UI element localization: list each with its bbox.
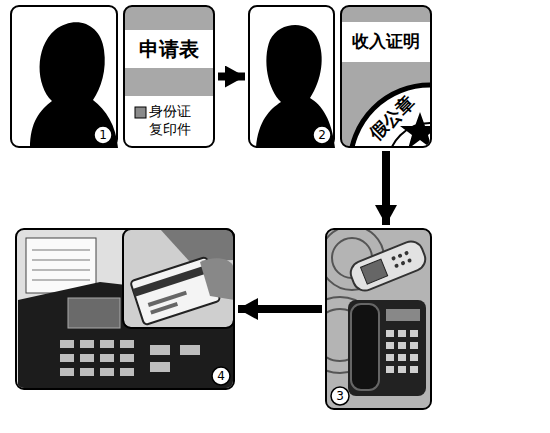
illustration-part [30, 22, 118, 148]
illustration-part [124, 6, 214, 147]
illustration-part [80, 368, 94, 376]
stamp-text: 假公章 [365, 91, 418, 144]
illustration-part [120, 354, 134, 362]
illustration-part [26, 238, 96, 293]
pos-panel: 4 [15, 228, 235, 390]
illustration-part [386, 366, 394, 373]
illustration-part [100, 340, 114, 348]
illustration-part [394, 263, 399, 268]
illustration-part [100, 368, 114, 376]
illustration-part [410, 330, 418, 337]
certificate-panel: 收入证明假公章 [340, 5, 432, 148]
illustration-part [94, 126, 112, 144]
illustration-part [410, 354, 418, 361]
illustration-part [398, 366, 406, 373]
illustration-part [100, 354, 114, 362]
application-form [124, 6, 214, 147]
illustration-part [398, 354, 406, 361]
illustration-part [386, 309, 420, 321]
illustration-part [256, 25, 335, 148]
illustration-part [327, 230, 430, 408]
illustration-part [386, 330, 394, 337]
illustration-part [68, 298, 120, 328]
illustration-part [60, 354, 74, 362]
illustration-part [124, 230, 233, 327]
form-title: 申请表 [125, 37, 213, 61]
callout-number: 2 [313, 126, 331, 144]
illustration-part [410, 342, 418, 349]
illustration-part [331, 387, 349, 405]
portrait-panel: 1 [10, 5, 118, 148]
illustration-part [348, 300, 426, 396]
portrait-panel: 2 [248, 5, 335, 148]
illustration-part [150, 302, 178, 314]
flow-arrow [218, 73, 245, 81]
illustration-part [398, 330, 406, 337]
income-certificate [341, 6, 510, 245]
illustration-part [123, 229, 234, 328]
illustration-part [32, 280, 90, 281]
form-panel: 申请表身份证 复印件 [123, 5, 215, 148]
illustration-part [160, 230, 233, 262]
illustration-part [410, 366, 418, 373]
illustration-part [80, 340, 94, 348]
illustration-part [200, 258, 233, 300]
flow-arrow [238, 305, 322, 313]
id-swatch [135, 107, 146, 118]
illustration-part [148, 291, 187, 307]
illustration-part [150, 345, 170, 355]
fake-stamp [350, 85, 430, 146]
illustration-part [386, 330, 418, 373]
pos-machine [17, 230, 233, 388]
phones [327, 230, 430, 408]
illustration-part [347, 238, 429, 294]
man-silhouette [256, 25, 335, 148]
callout-circles [94, 126, 349, 405]
illustration-part [150, 362, 170, 372]
illustration-part [125, 96, 213, 146]
woman-silhouette [30, 22, 118, 148]
illustration-part [361, 259, 388, 284]
illustration-part [60, 340, 74, 348]
illustration-part [398, 342, 406, 349]
illustration-part [80, 354, 94, 362]
illustration-part [32, 250, 90, 251]
phone-panel: 3 [325, 228, 432, 410]
illustration-part [32, 270, 90, 271]
illustration-part [407, 258, 412, 263]
illustration-part [120, 368, 134, 376]
illustration-part [386, 342, 394, 349]
illustration-part [347, 238, 429, 294]
callout-number: 3 [331, 387, 349, 405]
illustration-part [212, 367, 230, 385]
illustration-part [180, 345, 200, 355]
card-inset [123, 229, 234, 328]
illustration-part [133, 264, 212, 296]
illustration-part [120, 340, 134, 348]
illustration-part [32, 260, 90, 261]
illustration-part [313, 126, 331, 144]
illustration-part [397, 253, 402, 258]
illustration-part [404, 251, 409, 256]
illustration-part [125, 30, 213, 68]
illustration-part [351, 304, 379, 390]
flow-arrow [382, 151, 390, 225]
illustration-part [17, 230, 233, 388]
callout-number: 1 [94, 126, 112, 144]
illustration-part [60, 340, 200, 376]
certificate-title: 收入证明 [342, 31, 430, 51]
illustration-part [124, 230, 233, 327]
illustration-part [386, 354, 394, 361]
illustration-part [400, 261, 405, 266]
illustration-part [391, 256, 396, 261]
illustration-part [350, 85, 430, 146]
illustration-part [342, 22, 430, 62]
illustration-part [60, 368, 74, 376]
callout-number: 4 [212, 367, 230, 385]
form-item: 身份证 复印件 [149, 103, 197, 138]
